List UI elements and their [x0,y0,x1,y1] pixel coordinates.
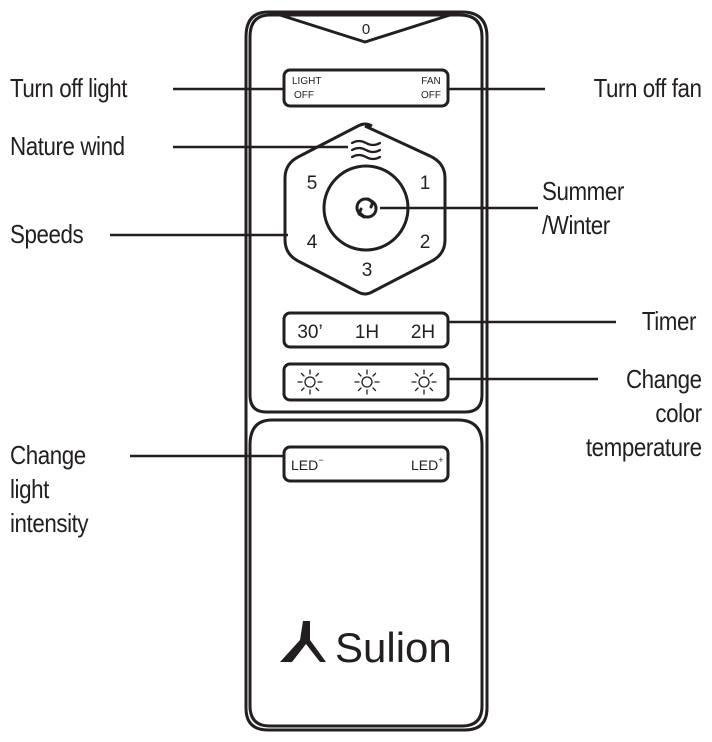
speed-5-button[interactable]: 5 [307,173,318,194]
upper-panel [248,13,484,414]
summer-winter-cycle-icon [355,197,378,219]
timer-button-group[interactable] [282,311,450,349]
callout-turn-off-light: Turn off light [10,73,128,103]
speed-4-button[interactable]: 4 [307,232,318,253]
light-off-line2: OFF [294,90,314,101]
callout-light-intensity-line2: light [10,474,49,504]
color-temp-button-group[interactable] [282,362,450,402]
nature-wind-icon[interactable] [350,139,382,161]
lower-panel [248,418,484,728]
sulion-logo-icon [280,621,326,662]
led-plus-sign: + [438,455,443,465]
callout-speeds: Speeds [10,219,84,249]
led-minus-button[interactable]: LED− [291,455,324,473]
callout-color-temp-line2: color [655,398,703,428]
timer-2h-button[interactable]: 2H [411,322,435,343]
callout-turn-off-fan: Turn off fan [594,73,702,103]
top-notch [279,13,451,44]
timer-1h-button[interactable]: 1H [355,322,379,343]
callout-change-color-temperature: Change color temperature [586,362,702,464]
sun-icon[interactable] [354,369,380,395]
top-indicator: 0 [362,21,370,38]
speed-3-button[interactable]: 3 [362,260,373,281]
led-minus-label: LED [291,457,318,473]
sun-icon[interactable] [411,369,437,395]
timer-30min-button[interactable]: 30’ [297,322,322,343]
callout-light-intensity-line3: intensity [10,508,89,538]
speed-1-button[interactable]: 1 [420,173,431,194]
callout-nature-wind: Nature wind [10,131,125,161]
remote-body-outline [244,10,489,732]
brand-name: Sulion [335,624,452,671]
callout-summer-winter-line1: Summer [542,176,624,206]
callout-color-temp-line3: temperature [586,432,702,462]
speed-2-button[interactable]: 2 [420,232,431,253]
callout-light-intensity-line1: Change [10,440,86,470]
led-minus-sign: − [318,455,323,465]
fan-off-line2: OFF [421,90,441,101]
led-plus-label: LED [411,457,438,473]
callout-change-light-intensity: Change light intensity [10,438,89,540]
light-off-line1: LIGHT [292,76,321,87]
led-plus-button[interactable]: LED+ [411,455,444,473]
speed-hexagon[interactable] [283,122,447,296]
callout-summer-winter-line2: /Winter [542,210,610,240]
callout-summer-winter: Summer /Winter [542,174,624,242]
callout-color-temp-line1: Change [626,364,702,394]
fan-off-line1: FAN [421,76,440,87]
sun-icon[interactable] [297,369,323,395]
callout-timer: Timer [641,306,697,336]
led-intensity-button-group[interactable] [282,445,450,483]
